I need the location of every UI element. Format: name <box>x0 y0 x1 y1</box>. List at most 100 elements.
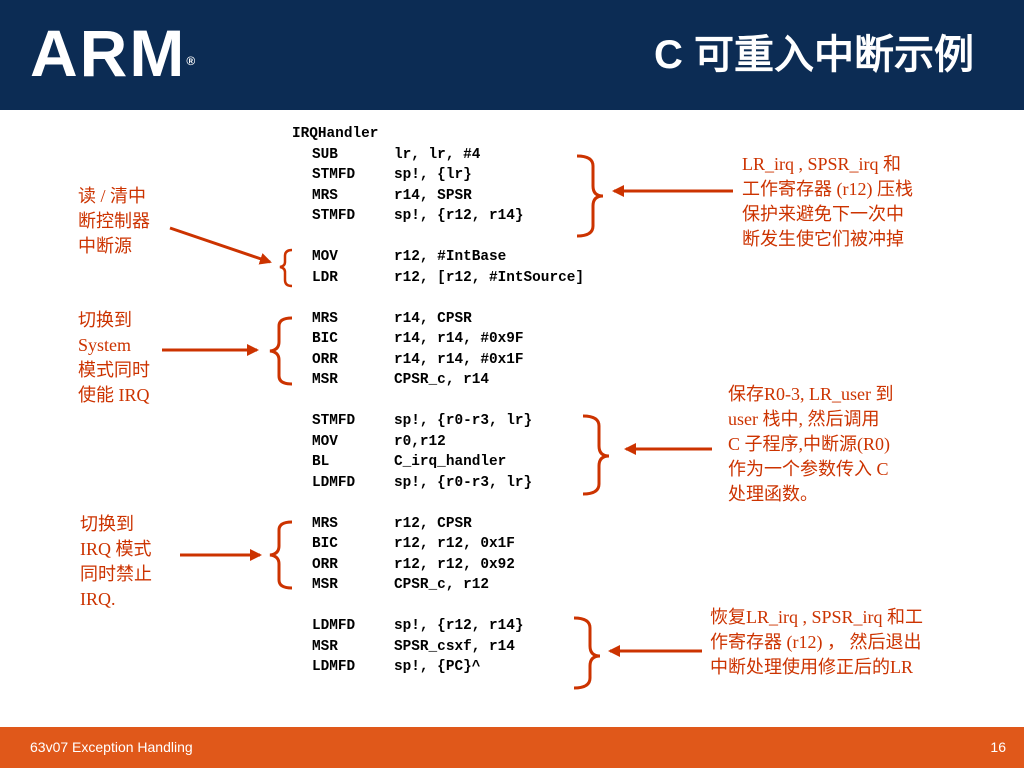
header-bar: ARM® C 可重入中断示例 <box>0 0 1024 110</box>
note-line: 保护来避免下一次中 <box>742 204 904 224</box>
code-operands: r12, r12, 0x1F <box>394 536 515 552</box>
code-line: MSR CPSR_c, r12 <box>292 575 584 596</box>
code-mnemonic: MSR <box>312 577 338 593</box>
note-switch-irq-mode: 切换到 IRQ 模式 同时禁止 IRQ. <box>80 512 152 612</box>
note-line: 模式同时 <box>78 360 150 380</box>
code-mnemonic: STMFD <box>312 167 356 183</box>
code-mnemonic: SUB <box>312 146 338 163</box>
note-line: 工作寄存器 (r12) 压栈 <box>742 179 913 199</box>
code-operands: r12, r12, 0x92 <box>394 556 515 573</box>
code-label: IRQHandler <box>292 126 379 142</box>
left-brace-icon <box>269 520 293 590</box>
page-number: 16 <box>990 739 1006 755</box>
code-mnemonic: BL <box>312 454 330 470</box>
code-line: STMFD sp!, {lr} <box>292 165 584 186</box>
code-operands: r14, CPSR <box>394 310 472 327</box>
arrow-icon <box>169 226 272 265</box>
note-read-clear-interrupt: 读 / 清中 断控制器 中断源 <box>78 184 150 259</box>
code-line: MSR CPSR_c, r14 <box>292 370 584 391</box>
slide-title: C 可重入中断示例 <box>654 33 974 77</box>
code-mnemonic: ORR <box>312 556 338 573</box>
note-line: 同时禁止 <box>80 564 152 584</box>
note-line: 中断处理使用修正后的LR <box>710 657 913 677</box>
code-line: LDMFD sp!, {PC}^ <box>292 657 584 678</box>
code-mnemonic: LDR <box>312 269 338 286</box>
code-operands: r14, r14, #0x1F <box>394 351 524 368</box>
code-operands: sp!, {r12, r14} <box>394 618 524 634</box>
code-operands: sp!, {r0-r3, lr} <box>394 413 533 429</box>
note-line: 断控制器 <box>78 211 150 231</box>
code-mnemonic: LDMFD <box>312 618 356 634</box>
code-line: LDR r12, [r12, #IntSource] <box>292 268 584 289</box>
code-mnemonic: MOV <box>312 433 338 450</box>
code-mnemonic: LDMFD <box>312 474 356 491</box>
note-line: 使能 IRQ <box>78 385 150 405</box>
code-line: ORR r12, r12, 0x92 <box>292 555 584 576</box>
arm-logo: ARM® <box>30 18 195 88</box>
code-mnemonic: MSR <box>312 372 338 388</box>
code-mnemonic: MOV <box>312 249 338 265</box>
code-line: ORR r14, r14, #0x1F <box>292 350 584 371</box>
code-line: BIC r12, r12, 0x1F <box>292 534 584 555</box>
code-mnemonic: BIC <box>312 536 338 552</box>
note-line: 断发生使它们被冲掉 <box>742 229 904 249</box>
code-mnemonic: MSR <box>312 638 338 655</box>
note-line: 作寄存器 (r12) ， 然后退出 <box>710 632 922 652</box>
right-brace-icon <box>582 414 610 496</box>
left-brace-icon <box>279 248 293 288</box>
code-line: MOV r0,r12 <box>292 432 584 453</box>
note-line: 处理函数。 <box>728 484 818 504</box>
code-line: IRQHandler <box>292 124 584 145</box>
code-mnemonic: MRS <box>312 515 338 532</box>
note-line: C 子程序,中断源(R0) <box>728 434 890 454</box>
note-line: IRQ 模式 <box>80 539 152 559</box>
code-operands: r12, [r12, #IntSource] <box>394 269 584 286</box>
note-line: 中断源 <box>78 236 132 256</box>
code-operands: CPSR_c, r14 <box>394 372 489 388</box>
note-save-r0-r3-call-c: 保存R0-3, LR_user 到 user 栈中, 然后调用 C 子程序,中断… <box>728 382 894 507</box>
code-line: MRS r14, SPSR <box>292 186 584 207</box>
note-line: 保存R0-3, LR_user 到 <box>728 384 894 404</box>
code-mnemonic: STMFD <box>312 208 356 224</box>
left-brace-icon <box>269 316 293 386</box>
footer-course-label: 63v07 Exception Handling <box>30 739 193 755</box>
code-operands: sp!, {PC}^ <box>394 659 481 675</box>
note-switch-system-mode: 切换到 System 模式同时 使能 IRQ <box>78 308 150 408</box>
code-operands: r14, r14, #0x9F <box>394 331 524 347</box>
code-operands: sp!, {r0-r3, lr} <box>394 474 533 491</box>
code-line: BL C_irq_handler <box>292 452 584 473</box>
note-line: LR_irq , SPSR_irq 和 <box>742 154 902 174</box>
registered-mark: ® <box>186 54 196 68</box>
note-line: 切换到 <box>80 514 134 534</box>
code-mnemonic: MRS <box>312 187 338 204</box>
code-operands: r14, SPSR <box>394 187 472 204</box>
code-mnemonic: LDMFD <box>312 659 356 675</box>
right-brace-icon <box>573 616 601 690</box>
logo-text: ARM <box>30 16 187 90</box>
code-operands: CPSR_c, r12 <box>394 577 489 593</box>
note-restore-and-exit: 恢复LR_irq , SPSR_irq 和工 作寄存器 (r12) ， 然后退出… <box>710 605 923 680</box>
note-line: System <box>78 335 132 355</box>
code-operands: sp!, {lr} <box>394 167 472 183</box>
code-operands: lr, lr, #4 <box>394 146 481 163</box>
footer-bar: 63v07 Exception Handling 16 <box>0 727 1024 768</box>
code-line: LDMFD sp!, {r0-r3, lr} <box>292 473 584 494</box>
code-line: SUB lr, lr, #4 <box>292 145 584 166</box>
code-operands: SPSR_csxf, r14 <box>394 638 515 655</box>
code-mnemonic: ORR <box>312 351 338 368</box>
code-operands: r0,r12 <box>394 433 446 450</box>
note-line: 作为一个参数传入 C <box>728 459 889 479</box>
code-line: MSR SPSR_csxf, r14 <box>292 637 584 658</box>
right-brace-icon <box>576 154 604 238</box>
note-line: 切换到 <box>78 310 132 330</box>
code-operands: C_irq_handler <box>394 454 507 470</box>
note-line: user 栈中, 然后调用 <box>728 409 880 429</box>
code-operands: sp!, {r12, r14} <box>394 208 524 224</box>
note-line: IRQ. <box>80 589 116 609</box>
